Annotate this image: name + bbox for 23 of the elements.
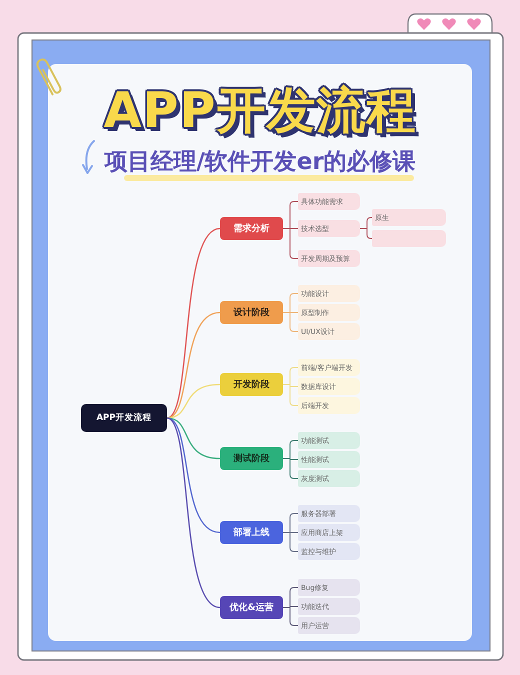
topic-box: 开发阶段 xyxy=(220,373,283,396)
connector-line xyxy=(282,367,298,406)
connector-line xyxy=(282,293,298,332)
connector-line xyxy=(282,513,298,552)
connector-line xyxy=(166,417,220,608)
subtitle-text: 项目经理/软件开发er的必修课 xyxy=(104,150,416,174)
central-topic-box: APP开发流程 xyxy=(81,404,167,432)
connector-line xyxy=(360,217,372,239)
topic-box: 需求分析 xyxy=(220,217,283,240)
topic-box: 优化&运营 xyxy=(220,596,283,619)
connector-line xyxy=(282,201,298,259)
connector-line xyxy=(166,384,220,419)
connector-line xyxy=(166,417,220,534)
connector-line xyxy=(166,312,220,419)
connector-line xyxy=(282,440,298,479)
connector-line xyxy=(166,417,220,460)
topic-box: 设计阶段 xyxy=(220,301,283,324)
topic-box: 测试阶段 xyxy=(220,447,283,470)
connector-line xyxy=(282,587,298,626)
topic-box: 部署上线 xyxy=(220,521,283,544)
title-text: APP开发流程 xyxy=(104,84,416,138)
connector-line xyxy=(166,228,220,419)
blank-box xyxy=(372,230,446,247)
